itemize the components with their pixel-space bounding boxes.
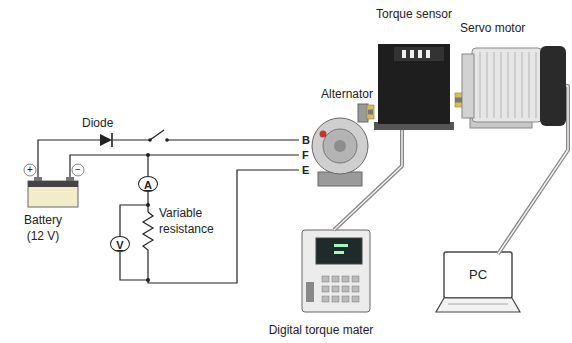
wire [120, 205, 148, 236]
pc-node: PC [443, 254, 513, 296]
laptop-illustration [436, 252, 520, 312]
switch-pivot [148, 138, 152, 142]
battery-label: Battery (12 V) [14, 212, 72, 244]
servo-motor-node: Servo motor [462, 46, 566, 128]
drive-shaft [455, 100, 462, 101]
resistor-symbol [143, 170, 299, 283]
torque-sensor-illustration [374, 44, 454, 130]
junction-dot [146, 278, 150, 282]
diode-symbol [100, 133, 112, 147]
switch-blade [150, 130, 164, 140]
servo-motor-label: Servo motor [460, 20, 550, 36]
wire [38, 140, 100, 180]
voltmeter-node: V [110, 236, 130, 252]
terminal-label: B [302, 133, 310, 147]
battery-node: Battery (12 V) [28, 181, 78, 207]
polarity-sign: − [74, 163, 82, 177]
wire [113, 139, 150, 140]
variable-resistor-node: Variable resistance [141, 212, 155, 252]
wire [147, 192, 148, 212]
voltmeter-label: V [111, 237, 129, 253]
wire [70, 155, 299, 180]
signal-cable [334, 130, 402, 230]
polarity-sign: + [26, 163, 34, 177]
terminal-label: E [302, 163, 309, 177]
alternator-node: Alternator [312, 104, 368, 186]
battery-icon [24, 164, 84, 207]
torque-meter-node: Digital torque mater [302, 230, 370, 312]
drive-shaft [368, 112, 373, 113]
junction-dot [146, 153, 150, 157]
ammeter-node: A [138, 176, 158, 192]
torque-sensor-node: Torque sensor [373, 44, 455, 130]
torque-sensor-label: Torque sensor [364, 6, 464, 22]
variable-resistor-label: Variable resistance [159, 205, 225, 237]
pc-label: PC [443, 267, 513, 283]
wire [120, 252, 148, 280]
alternator-label: Alternator [321, 86, 391, 102]
signal-cable [498, 86, 568, 254]
torque-meter-illustration [302, 230, 370, 312]
junction-dot [146, 203, 150, 207]
diode-label: Diode [82, 115, 132, 131]
ammeter-label: A [139, 177, 157, 193]
servo-motor-illustration [462, 46, 566, 128]
terminal-label: F [302, 148, 309, 162]
alternator-illustration [312, 104, 368, 186]
torque-meter-label: Digital torque mater [251, 322, 391, 338]
wire [147, 155, 148, 176]
wire [167, 139, 299, 140]
diode-node: Diode [99, 132, 114, 148]
switch-contact [165, 138, 169, 142]
